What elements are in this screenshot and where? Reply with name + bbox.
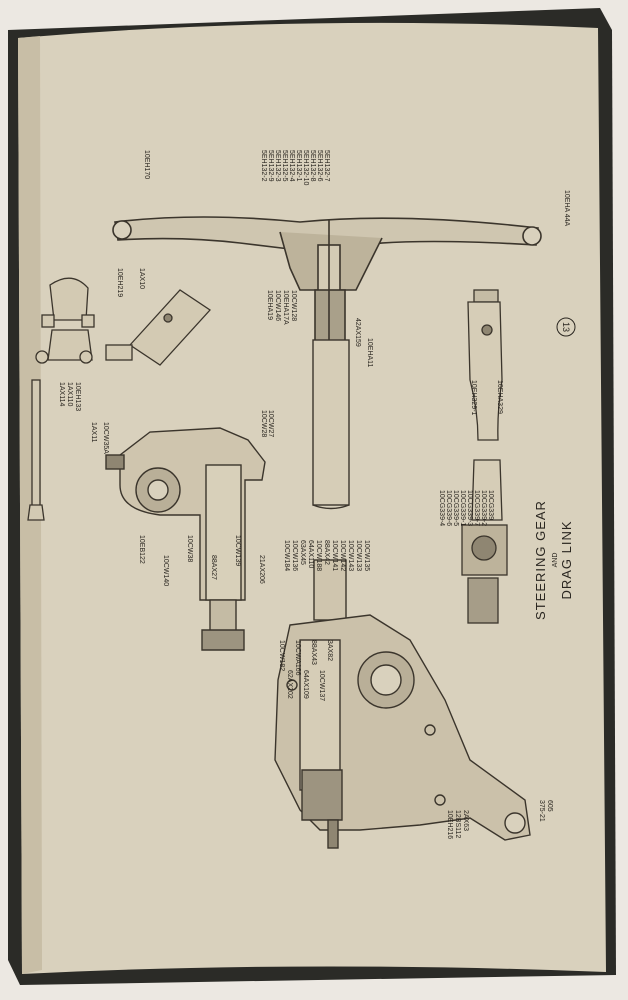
- footer-ref-2: 375-21: [538, 800, 545, 822]
- part-label-wheel-parts: 5EH132-6: [316, 150, 323, 182]
- steering-column-drawing: [312, 339, 350, 510]
- clip-drawing: [27, 277, 95, 521]
- part-label-wheel-parts: 5EH132-4: [288, 150, 295, 182]
- title-sub: DRAG LINK: [559, 520, 574, 599]
- part-label-wheel-parts: 5EH132-2: [260, 150, 267, 182]
- part-label-gear-upper: 10CW184: [283, 540, 290, 571]
- steering-gear-drawing: [274, 559, 531, 849]
- part-label-box-top: 10CW28: [260, 410, 267, 437]
- part-label-drop-arm-top: 10CW35A: [102, 422, 109, 454]
- part-label-gear-upper: 10CW188: [315, 540, 322, 571]
- part-label-wheel-parts: 5EH132-7: [323, 150, 330, 182]
- part-label-gear-upper: 10CW141: [331, 540, 338, 571]
- part-label-clip: 1AX110: [66, 382, 73, 406]
- label-wheel-spider: 10EH170: [143, 150, 150, 179]
- part-label-bracket: 10EH219: [116, 268, 123, 297]
- part-label-gear-lower: 64AX109: [302, 670, 309, 699]
- part-label-lever: 10EHA329: [496, 380, 503, 414]
- footer-ref-1: 605: [546, 800, 553, 812]
- part-label-ball-joint: 10CG339-3: [466, 490, 473, 526]
- part-label-gear-upper: 10CW135: [363, 540, 370, 571]
- part-label-gear-lower: 3AX82: [326, 640, 333, 661]
- bracket-drawing: [105, 289, 211, 366]
- part-label-box-side: 88AX27: [210, 555, 217, 580]
- part-label-gear-upper: 64AX110: [307, 540, 314, 568]
- part-label-column-left: 10CW128: [290, 290, 297, 321]
- drawing-ref: 10EHA 44A: [563, 190, 570, 227]
- part-label-drop-arm-top: 1AX11: [90, 422, 97, 443]
- part-label-ball-joint: 10CG339-2: [480, 490, 487, 526]
- part-label-wheel-parts: 5EH132-9: [267, 150, 274, 182]
- part-label-clip: 10EH133: [74, 382, 81, 411]
- ball-joint-drawing: [461, 459, 508, 624]
- title-and: AND: [552, 553, 559, 568]
- steering-wheel-drawing: [112, 216, 542, 346]
- page-number-circle: [556, 317, 576, 337]
- part-label-gear-lower: 10CW137: [318, 670, 325, 701]
- part-label-wheel-parts: 5EH132-3: [274, 150, 281, 182]
- part-label-box-side: 10CW140: [162, 555, 169, 586]
- part-label-column-left: 10EHA19: [266, 290, 273, 320]
- part-label-bracket: 1AX10: [138, 268, 145, 289]
- part-label-gear-lower: 10CWA166: [294, 640, 301, 676]
- part-label-wheel-parts: 5EH132-1: [295, 150, 302, 182]
- part-label-gear-upper: 10CW142: [339, 540, 346, 571]
- part-label-arm-end: 2AX63: [462, 810, 469, 831]
- part-label-wheel-parts: 5EH132-5: [281, 150, 288, 182]
- part-label-box-side: 21AX206: [258, 555, 265, 584]
- part-label-column-left: 10CW146: [274, 290, 281, 321]
- part-label-column-right: 42AX159: [354, 318, 361, 347]
- part-label-gear-upper: 63AX45: [299, 540, 306, 565]
- part-label-gear-upper: 88AX42: [323, 540, 330, 565]
- part-label-gear-upper: 10CW143: [347, 540, 354, 571]
- part-label-box-top: 10CW27: [267, 410, 274, 437]
- part-label-clip: 1AX114: [58, 382, 65, 406]
- part-label-gear-lower: 62AX202: [286, 670, 293, 699]
- part-label-ball-joint: 10CG339: [487, 490, 494, 520]
- part-label-arm-end: 12BS112: [454, 810, 461, 838]
- part-label-ball-joint: 10CG339-7: [473, 490, 480, 526]
- steering-box-drawing: [105, 427, 266, 651]
- title-block: STEERING GEAR AND DRAG LINK: [533, 500, 574, 620]
- part-label-box-side: 10CW139: [234, 535, 241, 566]
- part-label-column-left: 10EHA17A: [282, 290, 289, 325]
- part-label-arm-end: 10EH216: [446, 810, 453, 839]
- part-label-box-side: 10CW38: [186, 535, 193, 562]
- part-label-ball-joint: 10CG339-4: [438, 490, 445, 526]
- part-label-ball-joint: 10CG339-6: [445, 490, 452, 526]
- part-label-gear-upper: 10CW136: [291, 540, 298, 571]
- part-label-wheel-parts: 5EH132-10: [302, 150, 309, 186]
- part-label-lever: 10EH329-1: [470, 380, 477, 416]
- part-label-box-side: 10EB122: [138, 535, 145, 564]
- part-label-ball-joint: 10CG339-5: [452, 490, 459, 526]
- part-label-ball-joint: 10CG339-1: [459, 490, 466, 526]
- part-label-gear-lower: 88AX43: [310, 640, 317, 665]
- part-label-wheel-parts: 5EH132-8: [309, 150, 316, 182]
- part-label-gear-upper: 10CW133: [355, 540, 362, 571]
- title-main: STEERING GEAR: [533, 500, 548, 620]
- part-label-gear-lower: 10CW182: [278, 640, 285, 671]
- lever-drawing: [467, 289, 503, 441]
- page-number: 13: [561, 322, 571, 332]
- part-label-column-right: 10EHA11: [366, 338, 373, 368]
